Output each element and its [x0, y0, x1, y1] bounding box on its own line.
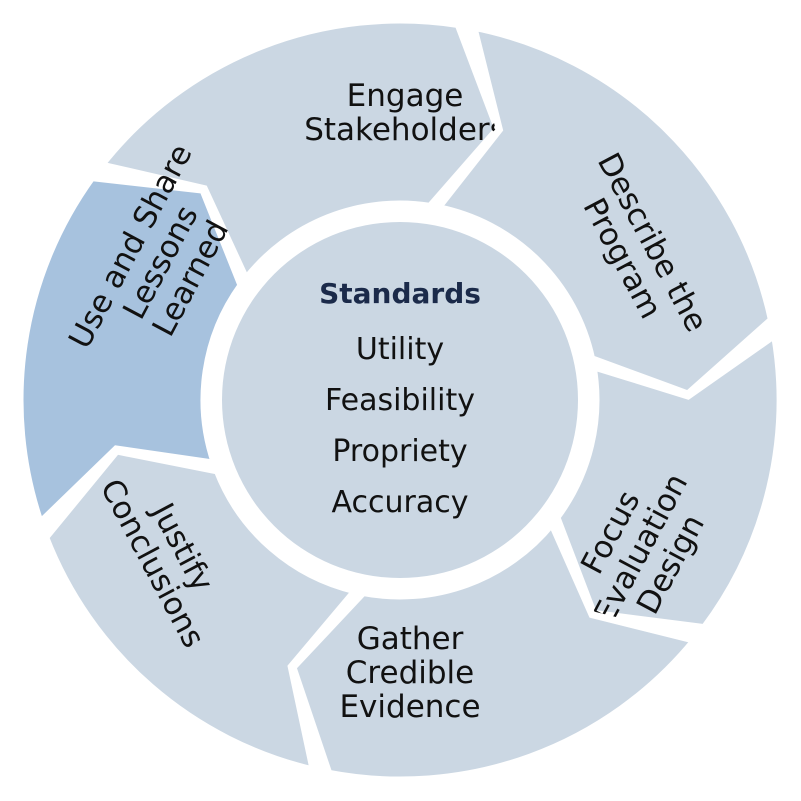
- segment-describe: [431, 22, 776, 399]
- segment-label-line: Credible: [346, 655, 474, 691]
- segment-justify: [41, 447, 362, 775]
- segment-label-line: Stakeholders: [304, 112, 506, 148]
- standard-utility: Utility: [356, 332, 444, 367]
- standards-title: Standards: [319, 277, 481, 310]
- segment-use: [16, 173, 245, 529]
- standards-center-circle: [222, 222, 578, 578]
- segment-gather: [289, 517, 701, 784]
- standards-center: Standards Utility Feasibility Propriety …: [319, 277, 481, 520]
- segment-label-line: Evidence: [339, 689, 480, 725]
- standard-feasibility: Feasibility: [325, 383, 475, 418]
- standard-propriety: Propriety: [332, 434, 467, 469]
- segment-label-line: Gather: [357, 621, 464, 657]
- segment-focus: [552, 329, 784, 632]
- segment-label-line: Engage: [347, 78, 464, 114]
- standard-accuracy: Accuracy: [332, 485, 469, 520]
- segment-engage: [95, 16, 502, 286]
